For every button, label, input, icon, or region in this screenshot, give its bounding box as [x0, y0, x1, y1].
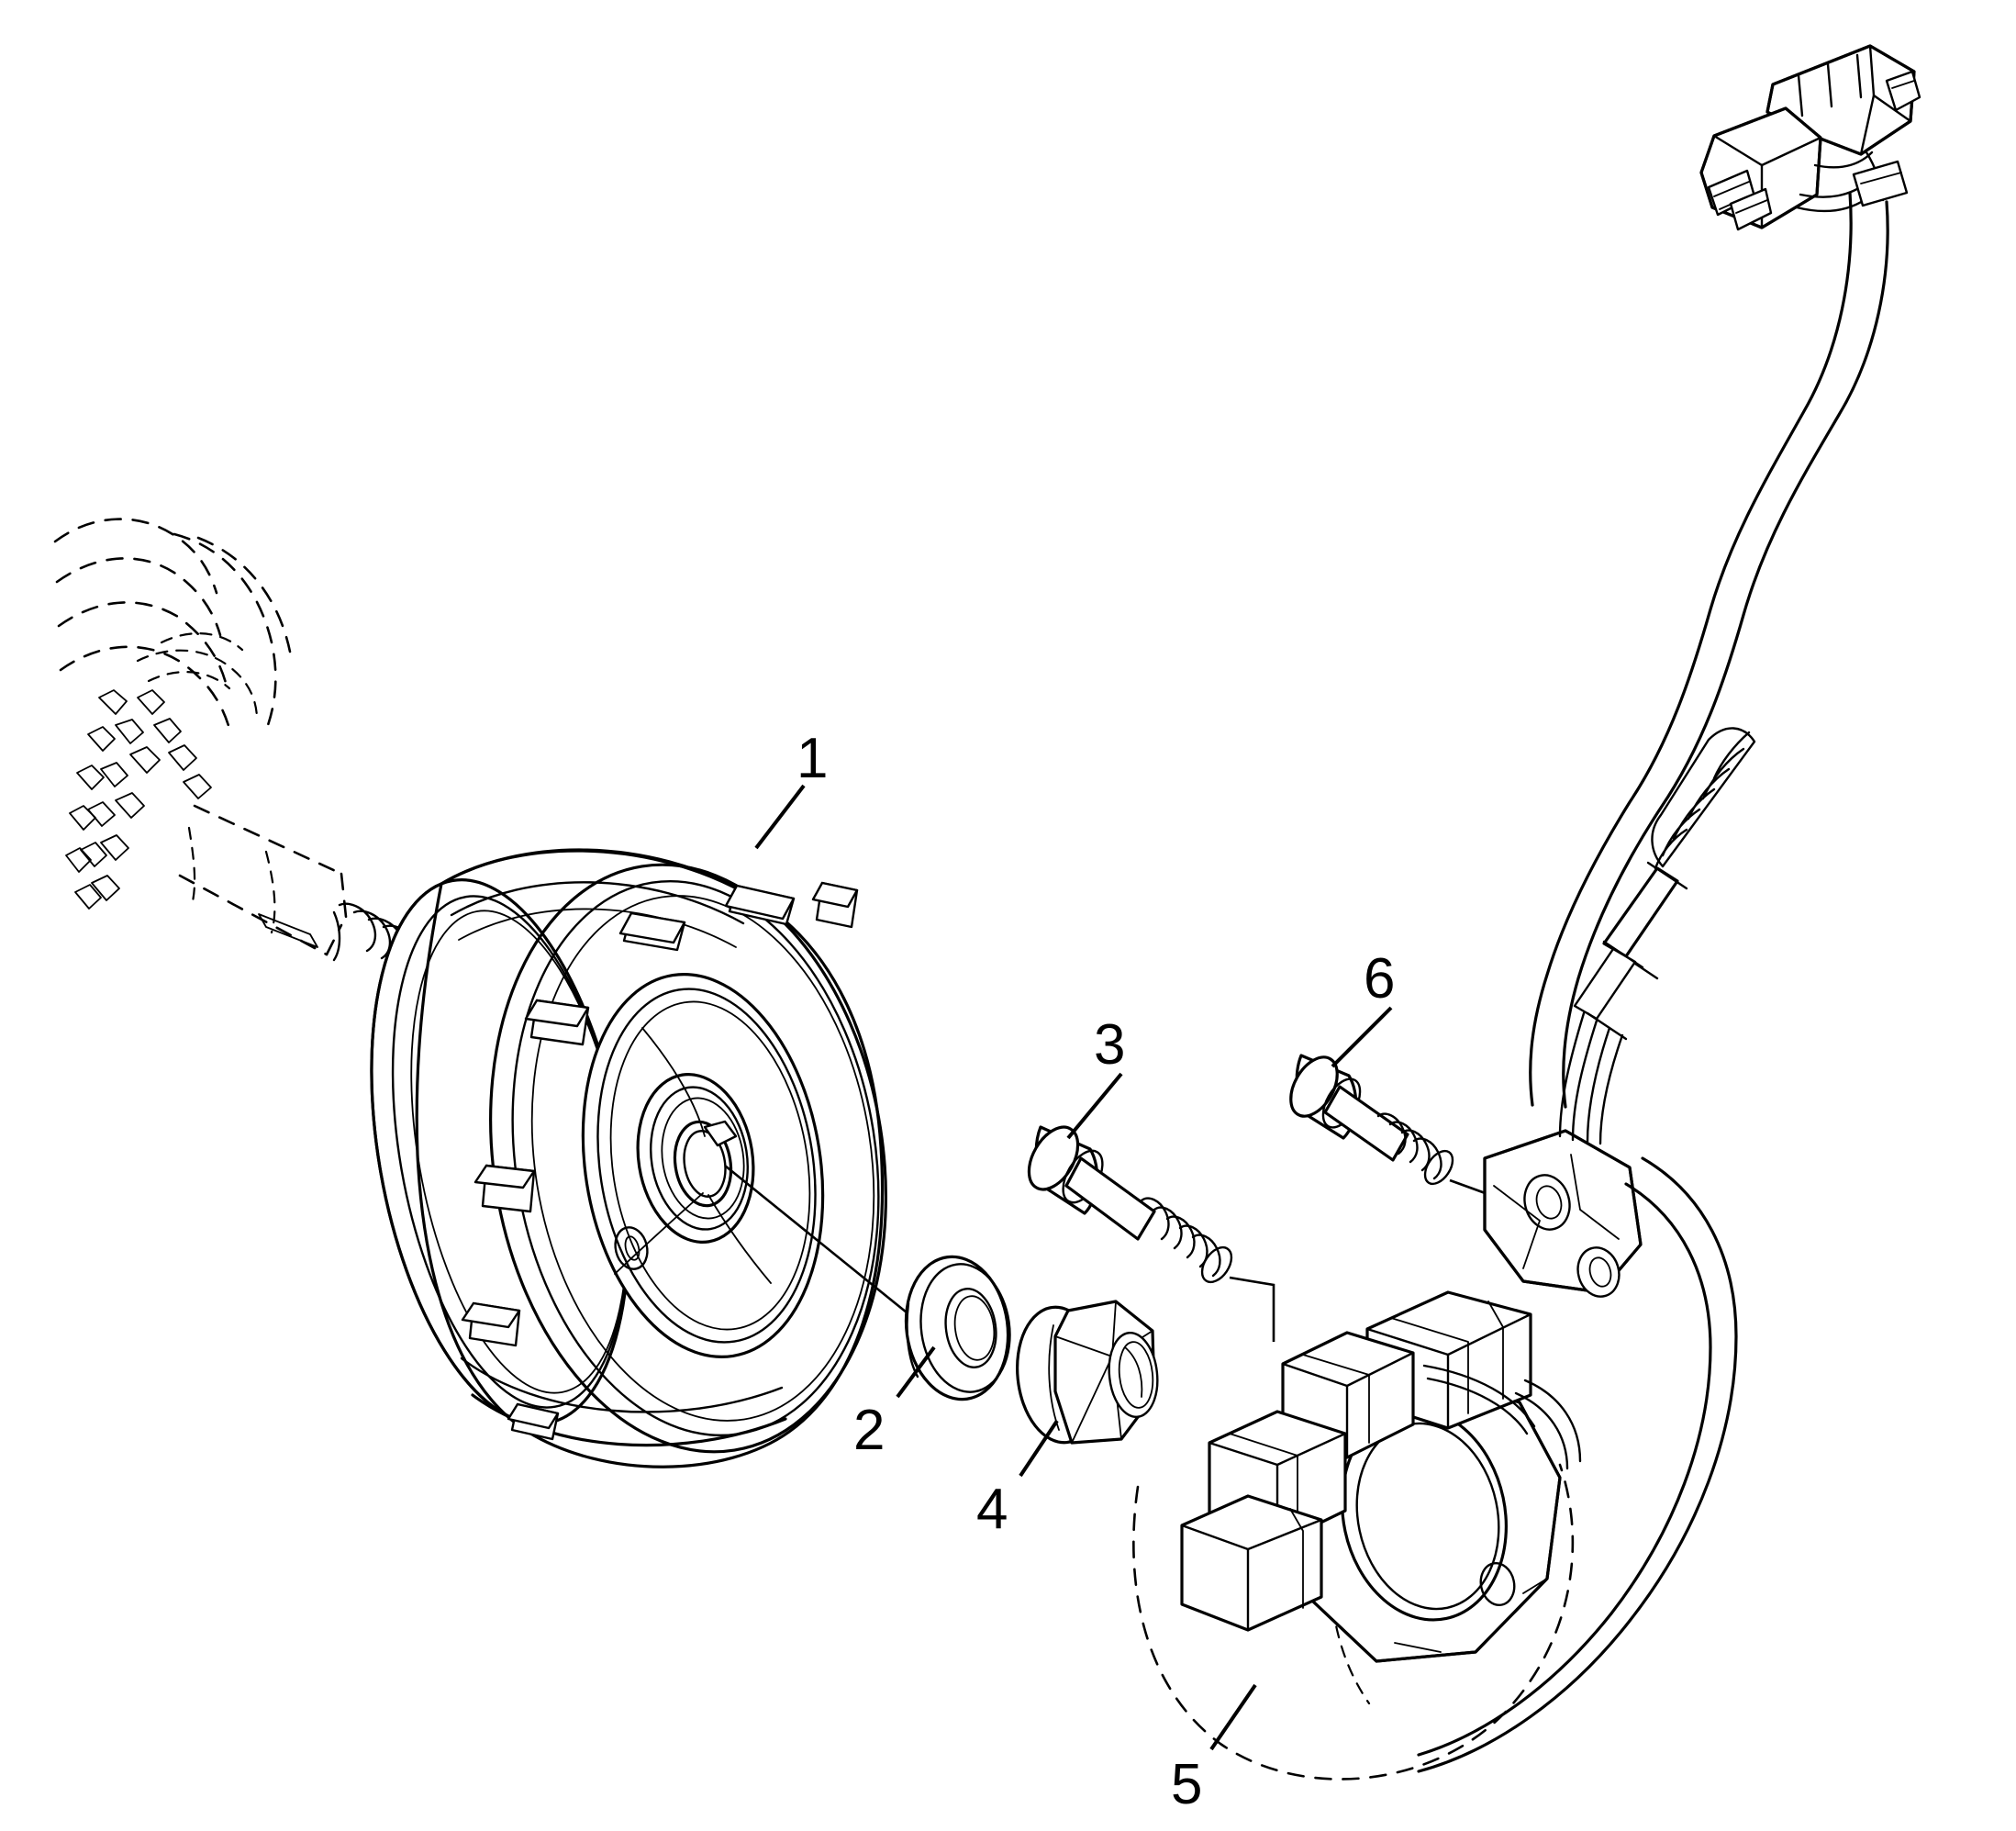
stator-coils [1180, 1290, 1532, 1632]
harness-grommet [1573, 861, 1688, 1041]
stator-assembly [1132, 1129, 1643, 1781]
bolt-thread-3 [1140, 1197, 1233, 1284]
callout-label-3: 3 [1094, 1013, 1126, 1077]
harness-connectors [1699, 44, 1921, 231]
callout-label-2: 2 [853, 1399, 885, 1462]
callout-label-1: 1 [796, 727, 829, 790]
wire-harness [1417, 44, 1921, 1773]
wire-clamp-bracket [1483, 1129, 1643, 1298]
callout-label-6: 6 [1364, 947, 1396, 1010]
callout-leaders [724, 784, 1393, 1751]
bolt-stator-part [1027, 1125, 1275, 1342]
flange-nut-part [1016, 1300, 1159, 1445]
flywheel-rotor [370, 848, 887, 1468]
callout-label-5: 5 [1171, 1753, 1203, 1816]
crank-gear-teeth [65, 689, 212, 910]
bolt-clamp-part [1289, 1054, 1531, 1211]
rotor-magnet-blocks [461, 881, 859, 1441]
washer-part [904, 1255, 1011, 1401]
callout-label-4: 4 [976, 1478, 1008, 1541]
harness-strands [1558, 1011, 1624, 1145]
harness-tape-wrap [1651, 727, 1756, 870]
crankcase-reference [53, 518, 436, 987]
bolt-thread-6 [1376, 1112, 1454, 1186]
rotor-hub [581, 973, 825, 1358]
